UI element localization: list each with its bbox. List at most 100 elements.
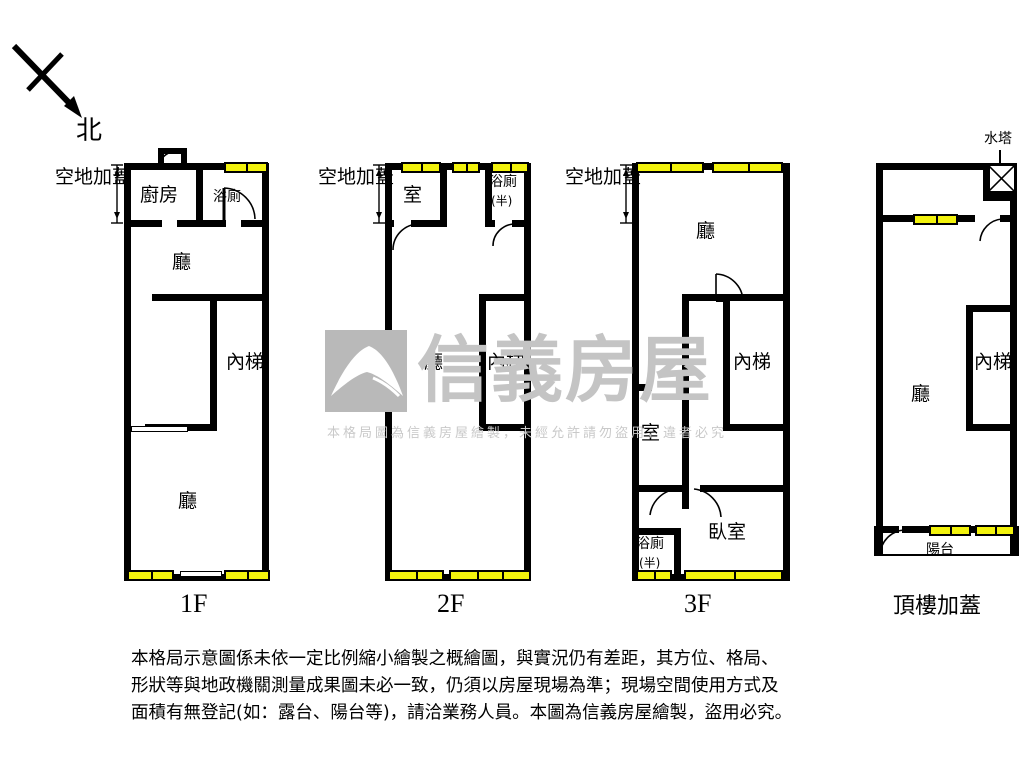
- wall-rf-tower-bottom: [983, 194, 1017, 201]
- north-label: 北: [76, 116, 103, 146]
- dimension-bracket-1f: [110, 163, 124, 225]
- annotation-1f-line: 空地加蓋: [55, 166, 132, 188]
- wall-rf-stair-top: [966, 305, 1017, 312]
- wall-3f-bath-top: [632, 528, 681, 535]
- balcony-outline-bottom: [874, 554, 1019, 556]
- room-label-1f-hall-upper: 廳: [172, 251, 192, 273]
- wall-1f-kitchen-bottom-b: [177, 220, 226, 227]
- wall-2f-room-bottom-b: [411, 220, 447, 227]
- window-1f-bath: [224, 162, 268, 173]
- disclaimer: 本格局示意圖係未依一定比例縮小繪製之概繪圖，與實況仍有差距，其方位、格局、 形狀…: [131, 646, 921, 727]
- door-swing-rf-balcony: [878, 528, 908, 558]
- dimension-bracket-3f: [619, 163, 633, 225]
- wall-2f-stair-bottom: [479, 424, 531, 431]
- room-label-rf-hall: 廳: [911, 383, 931, 405]
- leader-water-tower: [999, 150, 1001, 164]
- window-1f-front-left: [127, 570, 174, 581]
- room-label-rf-balcony: 陽台: [926, 542, 954, 558]
- wall-3f-stair-top: [723, 294, 790, 301]
- room-label-1f-stair: 內梯: [226, 351, 265, 373]
- wall-2f-stair-top: [479, 294, 531, 301]
- label-water-tower: 水塔: [984, 131, 1012, 147]
- north-arrow-icon: [10, 40, 100, 125]
- disclaimer-line-3: 面積有無登記(如：露台、陽台等)，請洽業務人員。本圖為信義房屋繪製，盜用必究。: [131, 703, 793, 724]
- water-tower-icon: [986, 163, 1017, 194]
- wall-3f-bedroom-top-a: [632, 485, 682, 492]
- wall-rf-top: [876, 163, 1017, 170]
- floor-title-1f: 1F: [180, 589, 208, 618]
- wall-1f-kitchen-bottom-a: [124, 220, 162, 227]
- wall-3f-room-right: [682, 294, 689, 509]
- window-3f-bath: [636, 570, 672, 581]
- wall-2f-room-right: [440, 163, 447, 226]
- balcony-outline-left: [874, 526, 876, 556]
- window-2f-front-right: [449, 570, 531, 581]
- door-swing-rf-tower: [978, 217, 1006, 243]
- door-swing-1f-entry: [152, 149, 188, 172]
- disclaimer-line-2: 形狀等與地政機關測量成果圖未必一致，仍須以房屋現場為準；現場空間使用方式及: [131, 676, 779, 697]
- window-2f-bath: [491, 162, 529, 173]
- window-1f-front-right: [224, 570, 270, 581]
- wall-rf-stair-left: [966, 305, 973, 431]
- room-label-3f-bedroom: 臥室: [708, 521, 747, 543]
- wall-3f-stair-left: [723, 294, 730, 431]
- door-swing-2f-bath: [491, 222, 517, 248]
- window-2f-room: [401, 162, 441, 173]
- disclaimer-line-1: 本格局示意圖係未依一定比例縮小繪製之概繪圖，與實況仍有差距，其方位、格局、: [131, 649, 779, 669]
- room-label-3f-room: 室: [641, 422, 661, 444]
- door-swing-2f-room: [391, 222, 421, 252]
- watermark-brand: 信義房屋: [417, 328, 714, 412]
- room-label-3f-stair: 內梯: [733, 351, 772, 373]
- wall-1f-bath-bottom: [241, 220, 269, 227]
- annotation-1f-open-cover: 空地加蓋: [55, 166, 132, 188]
- wall-3f-left: [632, 163, 639, 581]
- wall-2f-room-bottom-a: [385, 220, 394, 227]
- wall-1f-right: [262, 163, 269, 581]
- room-label-3f-bath-sub: (半): [639, 556, 661, 570]
- door-swing-1f-bath: [222, 186, 258, 222]
- wall-2f-stair-left: [479, 294, 486, 431]
- wall-3f-hall-head: [682, 294, 716, 301]
- wall-rf-right: [1010, 163, 1017, 554]
- room-label-3f-bath: 浴廁: [636, 536, 664, 552]
- wall-2f-right: [524, 163, 531, 581]
- wall-2f-bath-bottom-a: [485, 220, 495, 227]
- wall-3f-stair-bottom: [723, 424, 790, 431]
- balcony-outline-right: [1017, 526, 1019, 556]
- wall-1f-kitchen-bath-divider: [196, 163, 203, 226]
- annotation-2f-open-cover: 空地加蓋: [318, 166, 395, 188]
- wall-rf-stair-bottom: [966, 424, 1017, 431]
- room-label-2f-room: 室: [403, 184, 423, 206]
- wall-3f-hall-jamb: [716, 294, 723, 302]
- wall-2f-bath-bottom-b: [512, 220, 531, 227]
- wall-2f-bath-left: [485, 163, 492, 226]
- brand-logo-icon: [325, 330, 407, 412]
- door-swing-3f-room: [646, 487, 680, 517]
- floor-title-3f: 3F: [684, 589, 712, 618]
- floor-title-2f: 2F: [437, 589, 465, 618]
- room-label-2f-hall: 廳: [424, 351, 444, 373]
- room-label-3f-hall: 廳: [696, 220, 716, 242]
- opening-1f-front-door: [180, 571, 222, 577]
- wall-1f-left: [124, 163, 131, 581]
- annotation-3f-open-cover: 空地加蓋: [565, 166, 642, 188]
- wall-1f-stair-left: [210, 294, 217, 431]
- room-label-2f-bath: 浴廁: [489, 174, 517, 190]
- door-swing-3f-bedroom: [690, 487, 724, 521]
- wall-3f-bedroom-top-b: [700, 485, 790, 492]
- window-2f-middle: [452, 162, 480, 173]
- annotation-3f-line: 空地加蓋: [565, 166, 642, 188]
- window-3f-front-b: [712, 162, 783, 173]
- wall-rf-balcony-a: [876, 526, 899, 533]
- dimension-bracket-2f: [372, 163, 386, 225]
- wall-rf-left: [876, 163, 883, 554]
- wall-1f-stair-top: [152, 294, 262, 301]
- annotation-2f-line: 空地加蓋: [318, 166, 395, 188]
- window-rf-upper: [913, 214, 958, 225]
- window-2f-front-left: [388, 570, 444, 581]
- window-3f-bedroom: [684, 570, 783, 581]
- room-label-1f-kitchen: 廚房: [140, 184, 179, 206]
- wall-rf-cross-b: [1000, 215, 1017, 222]
- wall-1f-entry-jamb-right: [181, 148, 187, 170]
